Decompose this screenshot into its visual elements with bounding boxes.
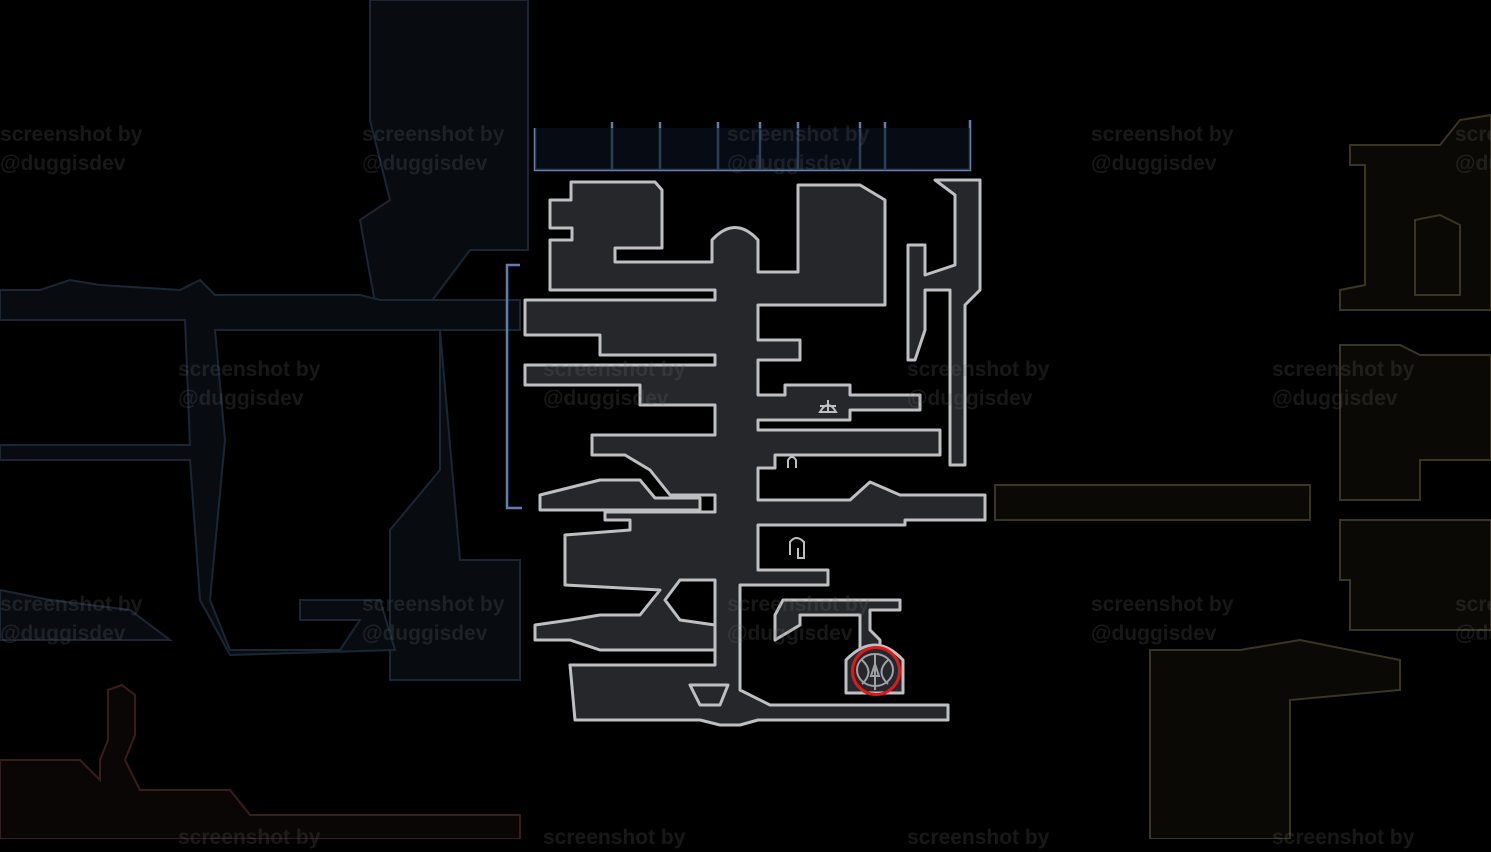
hook-icon: [789, 537, 805, 559]
location-marker[interactable]: [851, 646, 901, 696]
current-area: [523, 178, 987, 727]
left-area: [0, 0, 529, 681]
bottom-left-area: [0, 683, 521, 839]
right-area: [994, 113, 1491, 839]
arch-icon: [787, 456, 797, 468]
top-gradient: [535, 128, 970, 170]
dome-icon: [818, 400, 838, 413]
